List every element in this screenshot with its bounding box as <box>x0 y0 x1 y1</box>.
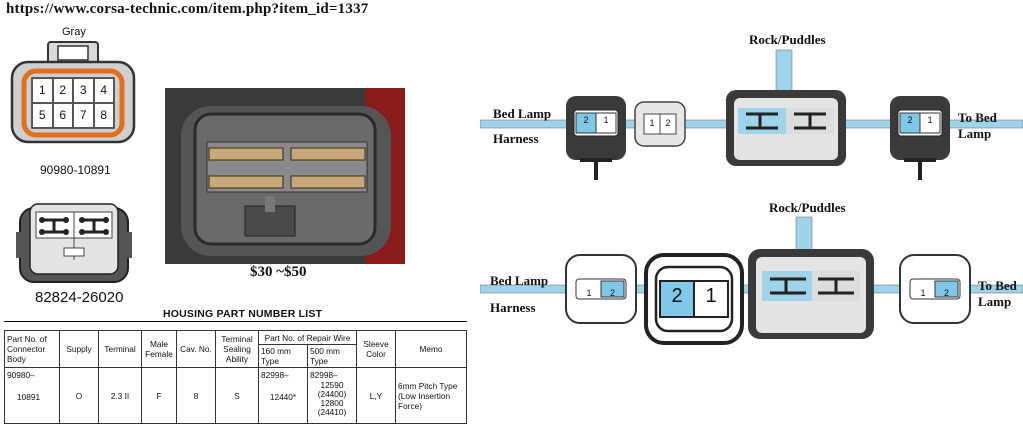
cell-160mm-b: 12440* <box>269 392 297 402</box>
cell-part-no: 90980– 10891 <box>4 367 60 424</box>
pin-label: 1 <box>603 115 609 125</box>
header-supply: Supply <box>59 330 99 368</box>
pin-label: 1 <box>649 118 655 128</box>
header-sleeve: Sleeve Color <box>356 330 396 368</box>
cell-500mm: 82998– 12590 (24400) 12800 (24410) <box>307 367 357 424</box>
table-header-row: Part No. of Connector Body Supply Termin… <box>4 330 467 368</box>
header-repair-wire: Part No. of Repair Wire <box>258 330 357 345</box>
pin-cell: 7 <box>73 103 94 128</box>
source-url: https://www.corsa-technic.com/item.php?i… <box>6 1 369 17</box>
wiring-diagram-bottom <box>480 216 1023 345</box>
lamp-label-top: Lamp <box>958 126 992 141</box>
pin-label: 2 <box>583 115 589 125</box>
header-160mm: 160 mm Type <box>258 344 308 368</box>
header-memo: Memo <box>395 330 467 368</box>
rock-puddles-bottom: Rock/Puddles <box>769 200 846 215</box>
cell-male-female: F <box>141 367 177 424</box>
lamp-label-bottom: Lamp <box>978 294 1012 309</box>
connector-photo <box>165 88 405 264</box>
header-cav-no: Cav. No. <box>176 330 216 368</box>
pin-label: 1 <box>927 115 933 125</box>
bed-lamp-label-top: Bed Lamp <box>493 106 552 121</box>
pin-cell: 4 <box>93 78 114 103</box>
rock-puddles-top: Rock/Puddles <box>749 32 826 47</box>
harness-label-top: Harness <box>493 131 539 146</box>
harness-label-bottom: Harness <box>490 300 536 315</box>
pin-grid: 1 2 3 4 5 6 7 8 <box>32 78 114 128</box>
table-rule <box>4 321 467 322</box>
pin-cell: 6 <box>52 103 73 128</box>
cell-500mm-a: 82998– <box>310 370 338 380</box>
table-row: 90980– 10891 O 2.3 II F 8 S 82998– 12440… <box>4 367 467 424</box>
bed-lamp-label-bottom: Bed Lamp <box>490 273 549 288</box>
pin-cell: 3 <box>73 78 94 103</box>
cell-terminal: 2.3 II <box>98 367 142 424</box>
cell-part-b: 10891 <box>17 392 41 402</box>
cell-memo: 6mm Pitch Type (Low Insertion Force) <box>395 367 467 424</box>
pin-label: 2 <box>665 118 671 128</box>
header-500mm: 500 mm Type <box>307 344 357 368</box>
pin-cell: 2 <box>52 78 73 103</box>
part-number-90980: 90980-10891 <box>40 163 111 177</box>
table-title: HOUSING PART NUMBER LIST <box>163 308 323 320</box>
part-number-82824: 82824-26020 <box>35 289 124 306</box>
wiring-diagram-top <box>480 49 1023 180</box>
pin-label: 1 <box>920 288 926 298</box>
gray-label: Gray <box>62 26 86 38</box>
cell-160mm-a: 82998– <box>261 370 289 380</box>
header-terminal: Terminal <box>98 330 142 368</box>
cell-cav-no: 8 <box>176 367 216 424</box>
cell-supply: O <box>59 367 99 424</box>
pin-label: 2 <box>907 115 913 125</box>
cell-sleeve: L,Y <box>356 367 396 424</box>
pin-label-large: 2 <box>671 285 683 307</box>
pin-cell: 8 <box>93 103 114 128</box>
cell-sealing: S <box>215 367 259 424</box>
cell-500mm-b: 12590 (24400) 12800 (24410) <box>317 380 347 417</box>
pin-cell: 5 <box>32 103 53 128</box>
cell-part-a: 90980– <box>7 370 35 380</box>
to-bed-label-top: To Bed <box>958 110 997 125</box>
table-subheader-row: 160 mm Type 500 mm Type <box>5 344 467 368</box>
pin-label: 1 <box>586 288 592 298</box>
housing-table: Part No. of Connector Body Supply Termin… <box>4 330 467 424</box>
pin-label-large: 1 <box>705 285 717 307</box>
header-part-no: Part No. of Connector Body <box>4 330 60 368</box>
price-label: $30 ~$50 <box>250 264 307 280</box>
header-male-female: Male Female <box>141 330 177 368</box>
pin-label: 2 <box>609 288 615 298</box>
jumper-connector-drawing <box>16 203 132 283</box>
cell-160mm: 82998– 12440* <box>258 367 308 424</box>
header-sealing: Terminal Sealing Ability <box>215 330 259 368</box>
pin-cell: 1 <box>32 78 53 103</box>
pin-label: 2 <box>943 288 949 298</box>
to-bed-label-bottom: To Bed <box>978 278 1017 293</box>
